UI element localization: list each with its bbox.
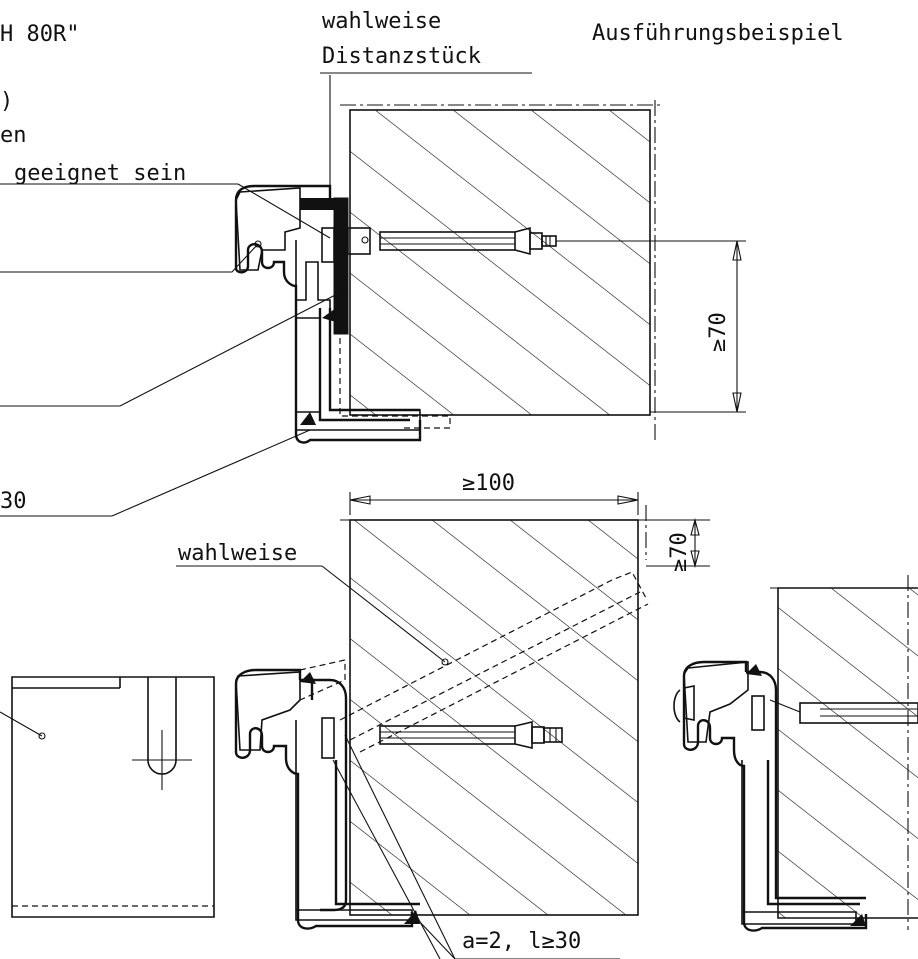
wahlweise-mid-label: wahlweise xyxy=(178,541,297,566)
dim-mid-horizontal: ≥100 xyxy=(462,471,515,496)
distanzstueck-label: Distanzstück xyxy=(322,44,481,69)
top-section-assembly xyxy=(0,75,746,517)
en-fragment: en xyxy=(0,123,27,148)
dim-mid-right-vertical: ≥70 xyxy=(667,532,692,572)
weld-spec-label: a=2, l≥30 xyxy=(462,929,581,954)
wahlweise-top-label: wahlweise xyxy=(322,9,441,34)
bottom-left-plate xyxy=(0,676,215,918)
paren-fragment: ) xyxy=(0,89,13,114)
ausfuehrungsbeispiel-label: Ausführungsbeispiel xyxy=(592,21,844,46)
dim-top-right-vertical: ≥70 xyxy=(706,312,731,352)
thirty-fragment: 30 xyxy=(0,489,27,514)
geeignet-fragment: geeignet sein xyxy=(14,161,186,186)
header-fragment: H 80R" xyxy=(0,22,79,47)
bottom-right-assembly xyxy=(673,575,918,932)
bottom-middle-assembly xyxy=(234,492,710,959)
